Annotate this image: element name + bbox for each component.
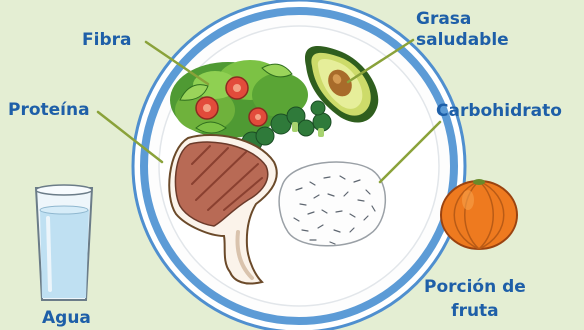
grasa-label-line2: saludable <box>416 30 509 51</box>
fruta-label-line2: fruta <box>424 299 526 323</box>
fruta-label-line1: Porción de <box>424 275 526 299</box>
water-glass-icon <box>36 185 92 300</box>
tangerine-icon <box>441 179 517 249</box>
grasa-label-line1: Grasa <box>416 9 509 30</box>
carbohidrato-label: Carbohidrato <box>436 101 562 121</box>
rice-icon <box>279 162 385 246</box>
porcion-de-fruta-label: Porción de fruta <box>424 275 526 323</box>
grasa-saludable-label: Grasa saludable <box>416 9 509 51</box>
agua-label: Agua <box>42 308 91 328</box>
proteina-label: Proteína <box>8 100 90 120</box>
fibra-label: Fibra <box>82 30 131 50</box>
